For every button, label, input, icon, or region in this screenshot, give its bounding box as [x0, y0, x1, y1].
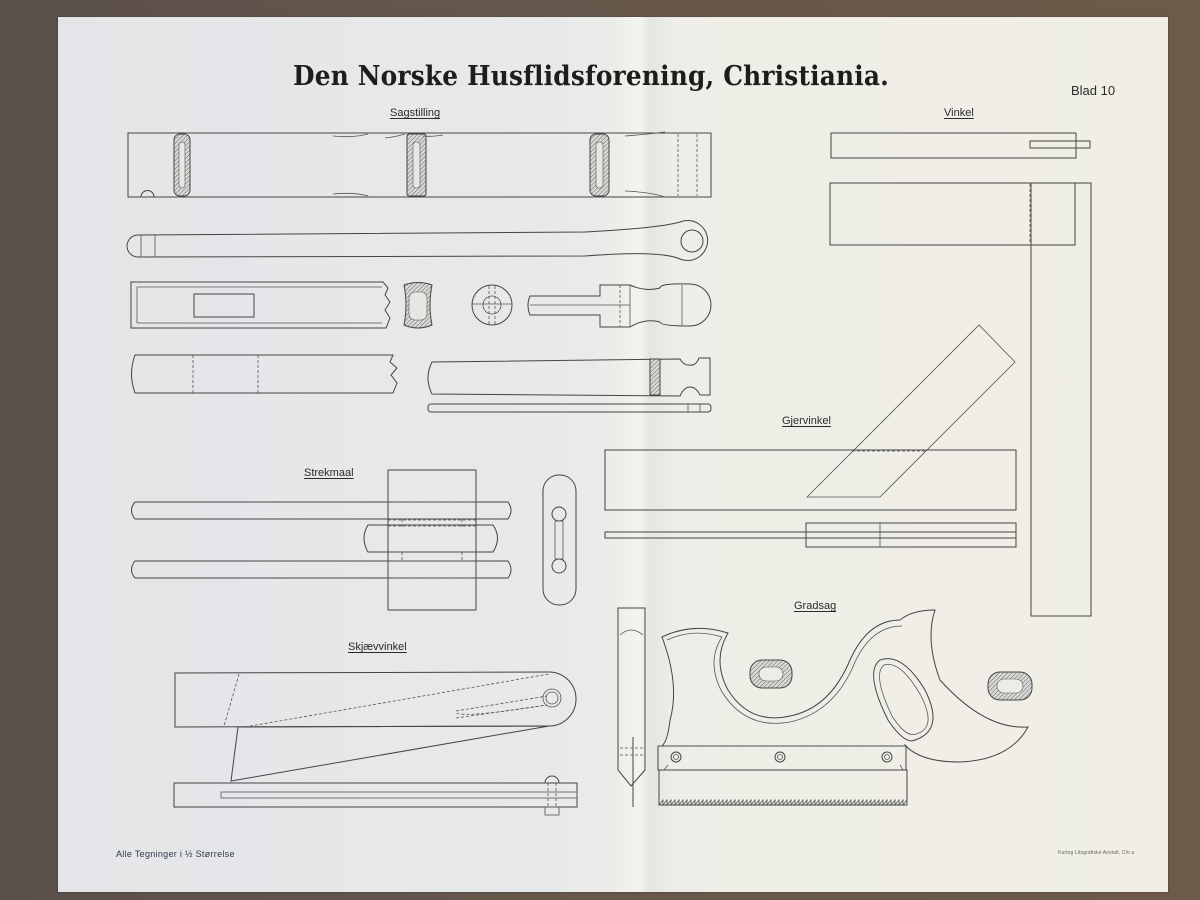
- strekmaal-drawing: [131, 469, 577, 611]
- gradsag-drawing: [617, 607, 1033, 807]
- label-sagstilling: Sagstilling: [390, 107, 441, 119]
- sagstilling-drawing: [126, 131, 712, 413]
- label-skjaevvinkel: Skjævvinkel: [348, 641, 407, 653]
- skjaevvinkel-drawing: [173, 671, 578, 816]
- printer-imprint: Kartog Litografiske Anstalt, Chr.a: [1058, 850, 1135, 856]
- sheet-number: Blad 10: [1071, 83, 1116, 98]
- label-gjervinkel: Gjervinkel: [782, 415, 831, 427]
- gjervinkel-drawing: [604, 324, 1017, 548]
- drawing-sheet: Den Norske Husflidsforening, Christiania…: [58, 17, 1168, 892]
- sheet-title: Den Norske Husflidsforening, Christiania…: [293, 61, 889, 92]
- scale-note: Alle Tegninger i ½ Størrelse: [116, 849, 235, 859]
- vinkel-drawing: [829, 132, 1092, 617]
- label-strekmaal: Strekmaal: [304, 467, 354, 479]
- label-vinkel: Vinkel: [944, 107, 974, 119]
- label-gradsag: Gradsag: [794, 600, 837, 612]
